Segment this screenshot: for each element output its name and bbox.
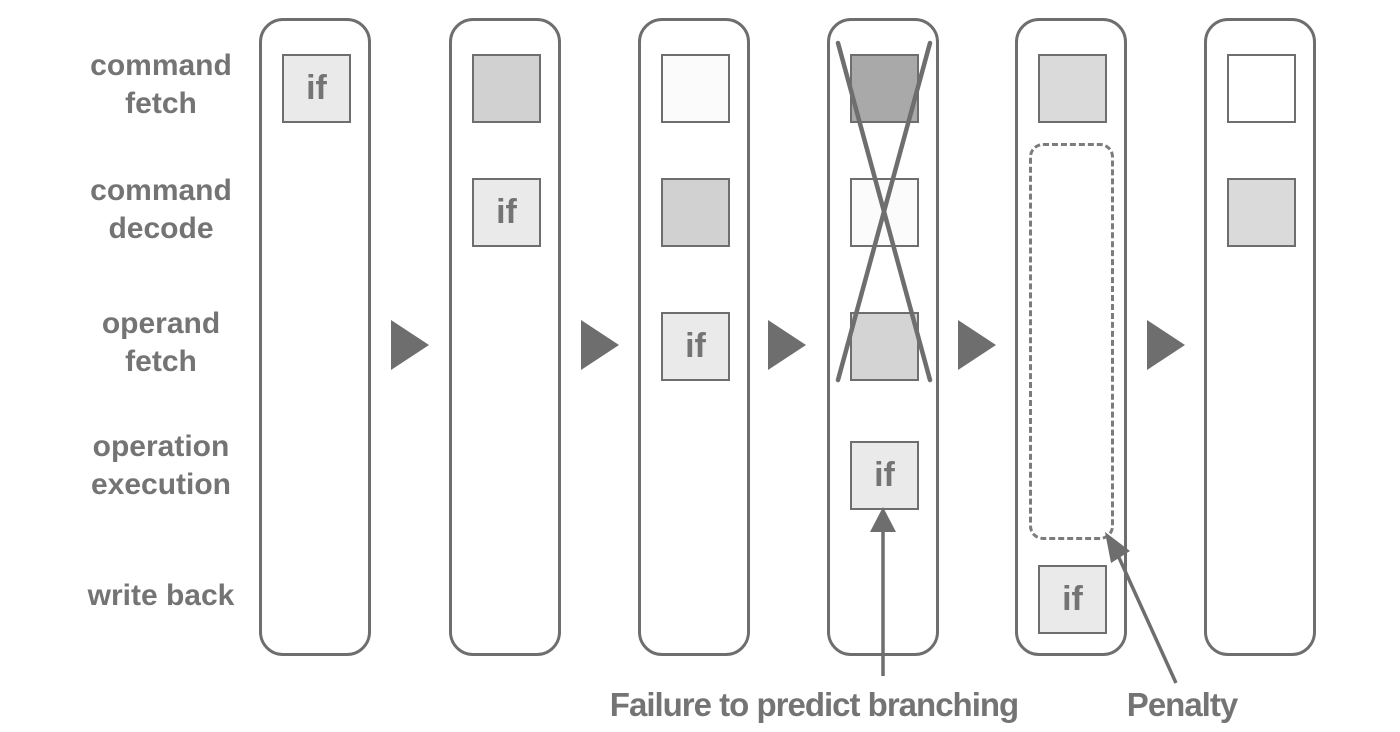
- instruction-box-command-decode: [1227, 178, 1296, 247]
- if-instruction-box-command-fetch: if: [282, 54, 351, 123]
- instruction-box-command-decode: [661, 178, 730, 247]
- instruction-box-command-fetch: [850, 54, 919, 123]
- if-instruction-box-operation-execution: if: [850, 441, 919, 510]
- next-step-arrow-icon: [1147, 320, 1185, 370]
- next-step-arrow-icon: [958, 320, 996, 370]
- annotation-penalty: Penalty: [1126, 686, 1238, 723]
- if-instruction-box-command-decode: if: [472, 178, 541, 247]
- pipeline-column-step-6: [1204, 18, 1316, 656]
- next-step-arrow-icon: [391, 320, 429, 370]
- stage-label-operation-execution: operation execution: [90, 430, 232, 501]
- pipeline-column-step-2: if: [449, 18, 561, 656]
- pipeline-column-step-5: if: [1015, 18, 1127, 656]
- penalty-bubble-outline: [1029, 143, 1114, 540]
- if-instruction-box-operand-fetch: if: [661, 312, 730, 381]
- instruction-box-command-fetch: [472, 54, 541, 123]
- stage-label-command-fetch: command fetch: [90, 49, 232, 120]
- instruction-box-command-fetch: [661, 54, 730, 123]
- instruction-box-operand-fetch: [850, 312, 919, 381]
- pipeline-column-step-1: if: [259, 18, 371, 656]
- pipeline-column-step-4: if: [827, 18, 939, 656]
- pipeline-column-step-3: if: [638, 18, 750, 656]
- instruction-box-command-fetch: [1038, 54, 1107, 123]
- stage-label-operand-fetch: operand fetch: [101, 307, 221, 378]
- if-instruction-box-write-back: if: [1038, 565, 1107, 634]
- stage-label-command-decode: command decode: [90, 174, 232, 245]
- next-step-arrow-icon: [768, 320, 806, 370]
- instruction-box-command-fetch: [1227, 54, 1296, 123]
- next-step-arrow-icon: [581, 320, 619, 370]
- annotation-branch-failure: Failure to predict branching: [609, 686, 1019, 723]
- stage-label-write-back: write back: [87, 579, 235, 612]
- instruction-box-command-decode: [850, 178, 919, 247]
